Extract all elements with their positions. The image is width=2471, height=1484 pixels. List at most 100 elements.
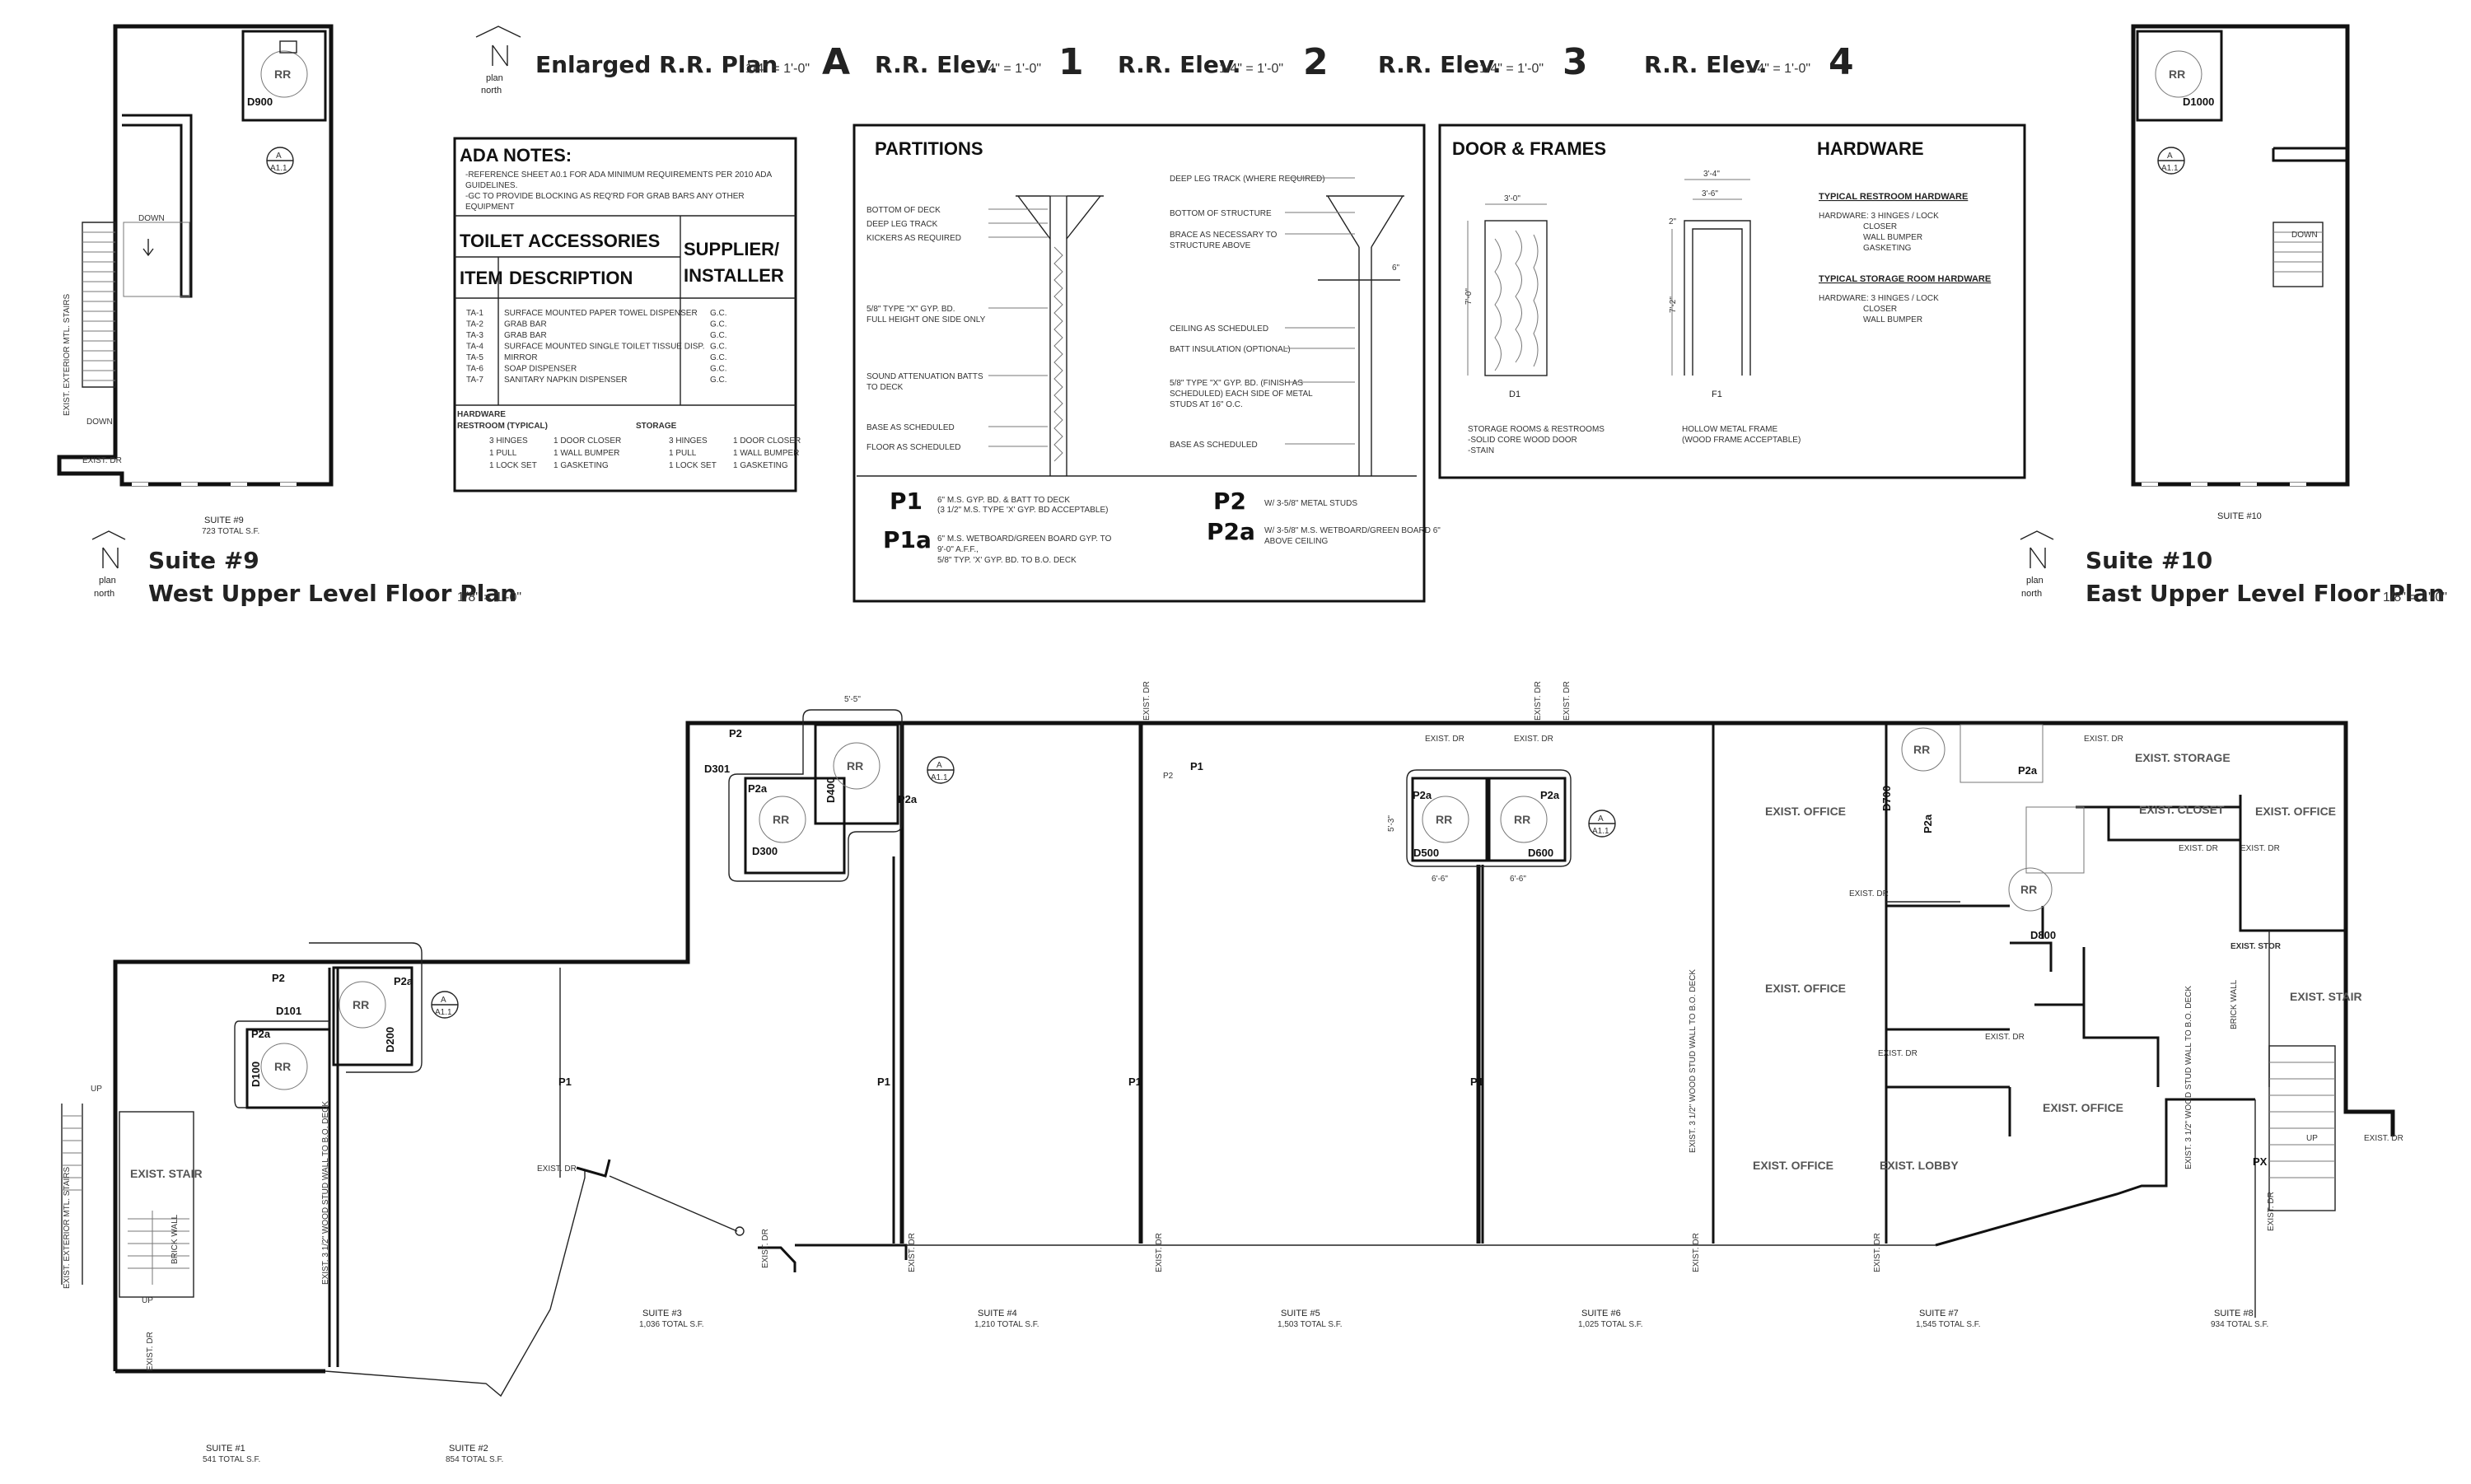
partitions-heading: PARTITIONS — [875, 138, 983, 159]
ada-row-desc: SANITARY NAPKIN DISPENSER — [504, 376, 628, 385]
elev1-mark: 1 — [1058, 41, 1084, 83]
d1-height-dim: 7'-0" — [1464, 288, 1474, 305]
ada-hw-st-a: 3 HINGES — [669, 436, 708, 446]
d1-note-1: STORAGE ROOMS & RESTROOMS — [1468, 425, 1605, 434]
ada-row-sup: G.C. — [710, 376, 727, 385]
partition-left-note: BASE AS SCHEDULED — [866, 423, 955, 432]
rr-hw-line-1: HARDWARE: 3 HINGES / LOCK — [1819, 212, 1939, 221]
exist-dr-14: EXIST. DR — [1878, 1049, 1917, 1058]
elev1-title: R.R. Elev. — [875, 51, 998, 78]
elev3-mark: 3 — [1562, 41, 1588, 83]
elev4-title: R.R. Elev. — [1644, 51, 1768, 78]
p2a-desc-2: ABOVE CEILING — [1264, 537, 1328, 546]
exist-dr-8: EXIST. DR — [1142, 681, 1151, 721]
ada-row-item: TA-2 — [466, 320, 483, 329]
suite9-floor-plan: RR D900 DOWN DOWN EXIST. EXTERIOR MTL. S… — [57, 24, 334, 536]
dim-suite6-width: 6'-6" — [1510, 875, 1526, 884]
exist-dr-7: EXIST. DR — [1873, 1233, 1882, 1272]
partition-p2a: P2a — [1207, 518, 1255, 545]
ref-a-suite5: A — [1598, 814, 1604, 824]
suite9-subtitle: West Upper Level Floor Plan — [148, 580, 516, 607]
f1-height-dim: 7'-2" — [1669, 296, 1678, 313]
hardware-heading: HARDWARE — [1817, 138, 1924, 159]
partitions-right-notes: DEEP LEG TRACK (WHERE REQUIRED)BOTTOM OF… — [1170, 175, 1355, 450]
suite10-north-north: north — [2021, 589, 2042, 599]
ada-hw-st: STORAGE — [636, 422, 677, 431]
partitions-dim-6: 6" — [1392, 264, 1400, 273]
d1-label: D1 — [1509, 390, 1520, 399]
north-label-plan: plan — [486, 73, 503, 83]
ada-row-desc: GRAB BAR — [504, 320, 547, 329]
ada-row-sup: G.C. — [710, 343, 727, 352]
st-hw-line-1: HARDWARE: 3 HINGES / LOCK — [1819, 294, 1939, 303]
ada-hw-rr: RESTROOM (TYPICAL) — [457, 422, 548, 431]
suite-label: SUITE #8 — [2214, 1309, 2254, 1318]
p2a-tag-suite6: P2a — [1540, 789, 1560, 801]
partition-left-note: DEEP LEG TRACK — [866, 220, 938, 229]
rr-label-suite7-b: RR — [2020, 883, 2037, 896]
ada-note-3: -GC TO PROVIDE BLOCKING AS REQ'RD FOR GR… — [465, 192, 745, 201]
enlarged-plan-mark: A — [822, 41, 850, 83]
stor-room: EXIST. STOR — [2230, 942, 2282, 951]
d300-tag: D300 — [752, 845, 778, 857]
rr-hw-line-2: CLOSER — [1863, 222, 1897, 231]
dim-suite5-depth: 5'-3" — [1387, 815, 1396, 832]
d100-tag: D100 — [250, 1062, 262, 1087]
elev2-title: R.R. Elev. — [1118, 51, 1241, 78]
suite1-stud-wall-note: EXIST. 3 1/2" WOOD STUD WALL TO B.O. DEC… — [321, 1101, 330, 1285]
suite7-stud-wall-note: EXIST. 3 1/2" WOOD STUD WALL TO B.O. DEC… — [2184, 986, 2193, 1169]
suite10-floor-plan: RR D1000 DOWN A A1.1 SUITE #10 — [2131, 24, 2350, 521]
p1-tag-suite3: P1 — [877, 1076, 890, 1088]
st-hw-line-3: WALL BUMPER — [1863, 315, 1922, 324]
suite9-stairs-note: EXIST. EXTERIOR MTL. STAIRS — [63, 293, 72, 416]
ada-row-desc: GRAB BAR — [504, 331, 547, 340]
ada-row-sup: G.C. — [710, 331, 727, 340]
ada-row-item: TA-7 — [466, 376, 483, 385]
p2a-tag-suite2: P2a — [394, 975, 413, 987]
ada-row-desc: SURFACE MOUNTED SINGLE TOILET TISSUE DIS… — [504, 343, 705, 352]
ada-heading: ADA NOTES: — [460, 145, 572, 166]
ada-row-sup: G.C. — [710, 365, 727, 374]
partition-left-note: FULL HEIGHT ONE SIDE ONLY — [866, 315, 986, 324]
ada-hw-st-b: 1 WALL BUMPER — [733, 449, 799, 458]
partition-right-note: BATT INSULATION (OPTIONAL) — [1170, 345, 1291, 354]
st-hw-line-2: CLOSER — [1863, 305, 1897, 314]
suite8-exist-stair: EXIST. STAIR — [2290, 990, 2362, 1003]
suite9-north-north: north — [94, 589, 114, 599]
suite10-scale: 1/8" = 1'-0" — [2383, 590, 2447, 604]
ada-acc-heading: TOILET ACCESSORIES — [460, 231, 660, 251]
ada-hw-st-b: 1 GASKETING — [733, 461, 788, 470]
ada-note-2: GUIDELINES. — [465, 181, 517, 190]
partition-left-note: FLOOR AS SCHEDULED — [866, 443, 960, 452]
suite9-label: SUITE #9 — [204, 516, 244, 525]
suite10-section-sheet: A1.1 — [2161, 164, 2179, 173]
elev4-scale: 1/4" = 1'-0" — [1746, 62, 1810, 76]
partition-right-note: SCHEDULED) EACH SIDE OF METAL — [1170, 390, 1313, 399]
exist-dr-13: EXIST. DR — [1849, 889, 1889, 898]
rr-hw-heading: TYPICAL RESTROOM HARDWARE — [1819, 192, 1968, 202]
p2a-desc-1: W/ 3-5/8" M.S. WETBOARD/GREEN BOARD 6" — [1264, 526, 1441, 535]
d400-tag: D400 — [824, 777, 837, 803]
partition-right-note: STRUCTURE ABOVE — [1170, 241, 1251, 250]
suite9-section-mark: A — [276, 152, 282, 161]
enlarged-plan-scale: 1/4" = 1'-0" — [745, 62, 810, 76]
partition-p2: P2 — [1213, 488, 1246, 515]
p1-tag-suite2: P1 — [558, 1076, 572, 1088]
ref-sheet-suite5: A1.1 — [1592, 827, 1609, 836]
suite-label: SUITE #4 — [978, 1309, 1017, 1318]
ada-hw-st-b: 1 DOOR CLOSER — [733, 436, 801, 446]
ada-hw-st-a: 1 LOCK SET — [669, 461, 717, 470]
partition-right-note: BRACE AS NECESSARY TO — [1170, 231, 1278, 240]
suite-area: 1,503 TOTAL S.F. — [1278, 1320, 1343, 1329]
rr-label-suite1-top: RR — [353, 998, 369, 1011]
suite-area: 1,210 TOTAL S.F. — [974, 1320, 1039, 1329]
partition-right-note: CEILING AS SCHEDULED — [1170, 324, 1268, 334]
elev1-scale: 1/4" = 1'-0" — [977, 62, 1041, 76]
suite9-door-tag: D900 — [247, 96, 273, 108]
ada-row-item: TA-1 — [466, 309, 483, 318]
suite9-area: 723 TOTAL S.F. — [202, 527, 259, 536]
exist-dr-6: EXIST. DR — [1692, 1233, 1701, 1272]
f1-dim-34: 3'-4" — [1703, 170, 1720, 179]
